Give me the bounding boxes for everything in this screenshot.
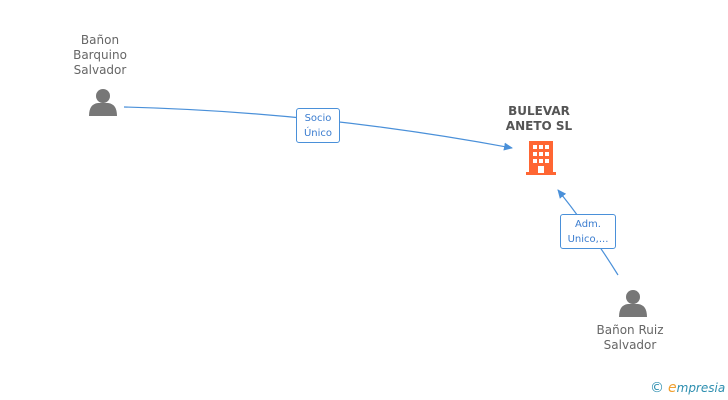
edge-label-socio-line2: Único <box>303 128 333 139</box>
edge-label-adm[interactable]: Adm. Unico,... <box>560 214 616 249</box>
building-icon[interactable] <box>526 141 556 175</box>
brand-first-letter: e <box>668 380 677 396</box>
person-icon[interactable] <box>618 289 648 317</box>
person-icon[interactable] <box>88 88 118 116</box>
person-bottom-name-line2: Salvador <box>603 338 657 352</box>
person-bottom-name[interactable]: Bañon Ruiz Salvador <box>580 323 680 353</box>
edge-label-socio-line1: Socio <box>304 113 332 124</box>
person-top-name-line2: Barquino <box>73 48 127 62</box>
company-name-line2: ANETO SL <box>505 119 573 133</box>
brand-name: mpresia <box>676 381 726 395</box>
person-top-name-line1: Bañon <box>80 33 120 47</box>
company-name-line1: BULEVAR <box>508 104 570 118</box>
copyright-symbol: © <box>650 380 664 396</box>
person-bottom-name-line1: Bañon Ruiz <box>596 323 664 337</box>
edge-label-adm-line2: Unico,... <box>567 234 609 245</box>
company-name[interactable]: BULEVAR ANETO SL <box>494 104 584 134</box>
edge-label-adm-line1: Adm. <box>575 219 601 230</box>
empresia-logo: ©empresia <box>650 380 725 396</box>
person-top-name-line3: Salvador <box>73 63 127 77</box>
person-top-name[interactable]: Bañon Barquino Salvador <box>55 33 145 78</box>
edge-label-socio[interactable]: Socio Único <box>296 108 340 143</box>
